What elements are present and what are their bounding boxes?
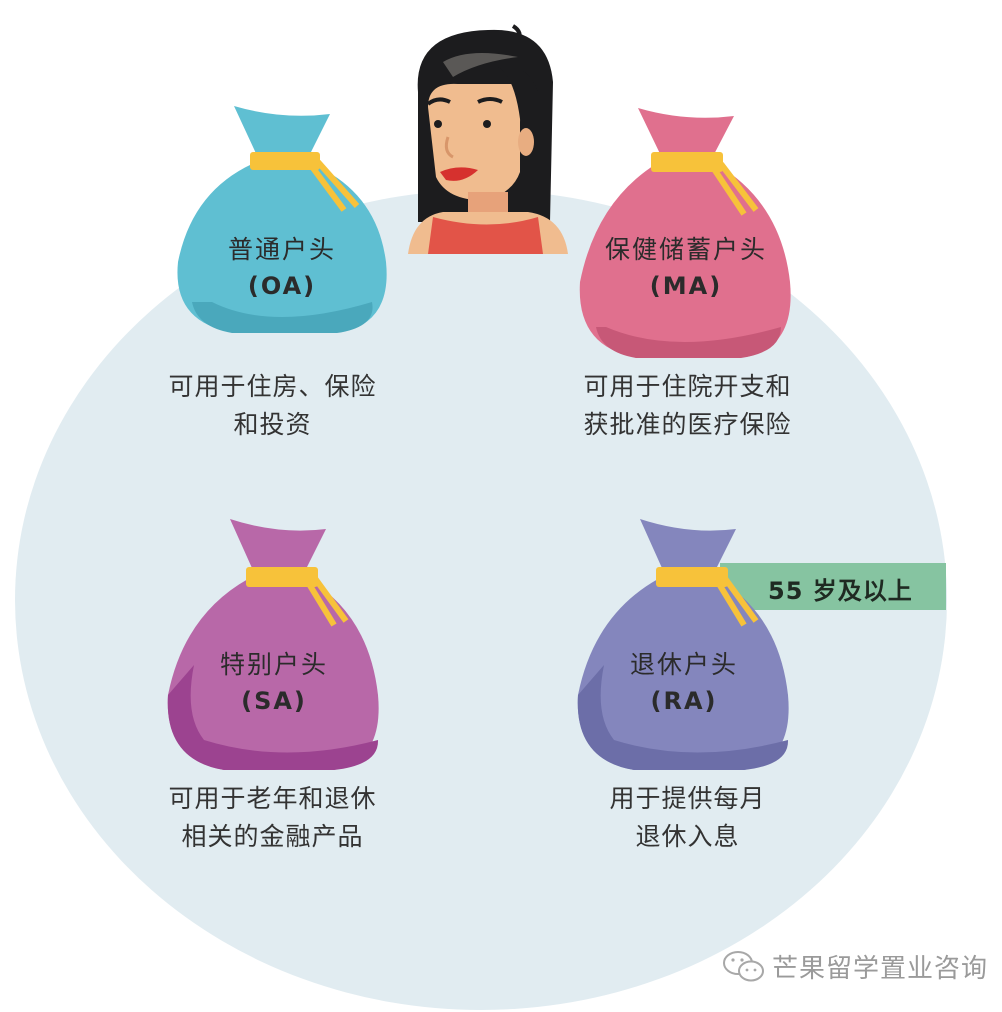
ordinary-account-bag: 普通户头 (OA)	[172, 102, 392, 334]
retirement-account-bag: 退休户头 (RA)	[574, 515, 794, 773]
special-account-bag: 特别户头 (SA)	[164, 515, 384, 773]
bag-name: 普通户头	[227, 235, 336, 264]
ma-description: 可用于住院开支和 获批准的医疗保险	[583, 372, 792, 439]
wechat-icon	[723, 950, 764, 981]
bag-code: (SA)	[241, 687, 307, 715]
bag-code: (MA)	[649, 272, 723, 300]
money-bag-icon	[577, 519, 789, 770]
money-bag-icon	[579, 108, 791, 358]
watermark-text: 芒果留学置业咨询	[772, 954, 989, 984]
sa-description: 可用于老年和退休 相关的金融产品	[168, 784, 377, 851]
money-bag-icon	[167, 519, 379, 770]
bag-code: (RA)	[650, 687, 718, 715]
money-bag-icon	[177, 106, 387, 333]
bag-code: (OA)	[247, 272, 317, 300]
age-55-badge-label: 55 岁及以上	[768, 577, 913, 605]
woman-avatar-icon	[398, 22, 573, 254]
oa-description: 可用于住房、保险 和投资	[168, 372, 377, 439]
medisave-account-bag: 保健储蓄户头 (MA)	[576, 102, 796, 360]
age-55-badge: 55 岁及以上	[720, 563, 946, 610]
watermark: 芒果留学置业咨询	[722, 948, 988, 985]
bag-name: 退休户头	[629, 650, 738, 679]
bag-name: 保健储蓄户头	[604, 235, 767, 264]
ra-description: 用于提供每月 退休入息	[609, 784, 766, 851]
bag-name: 特别户头	[219, 650, 328, 679]
